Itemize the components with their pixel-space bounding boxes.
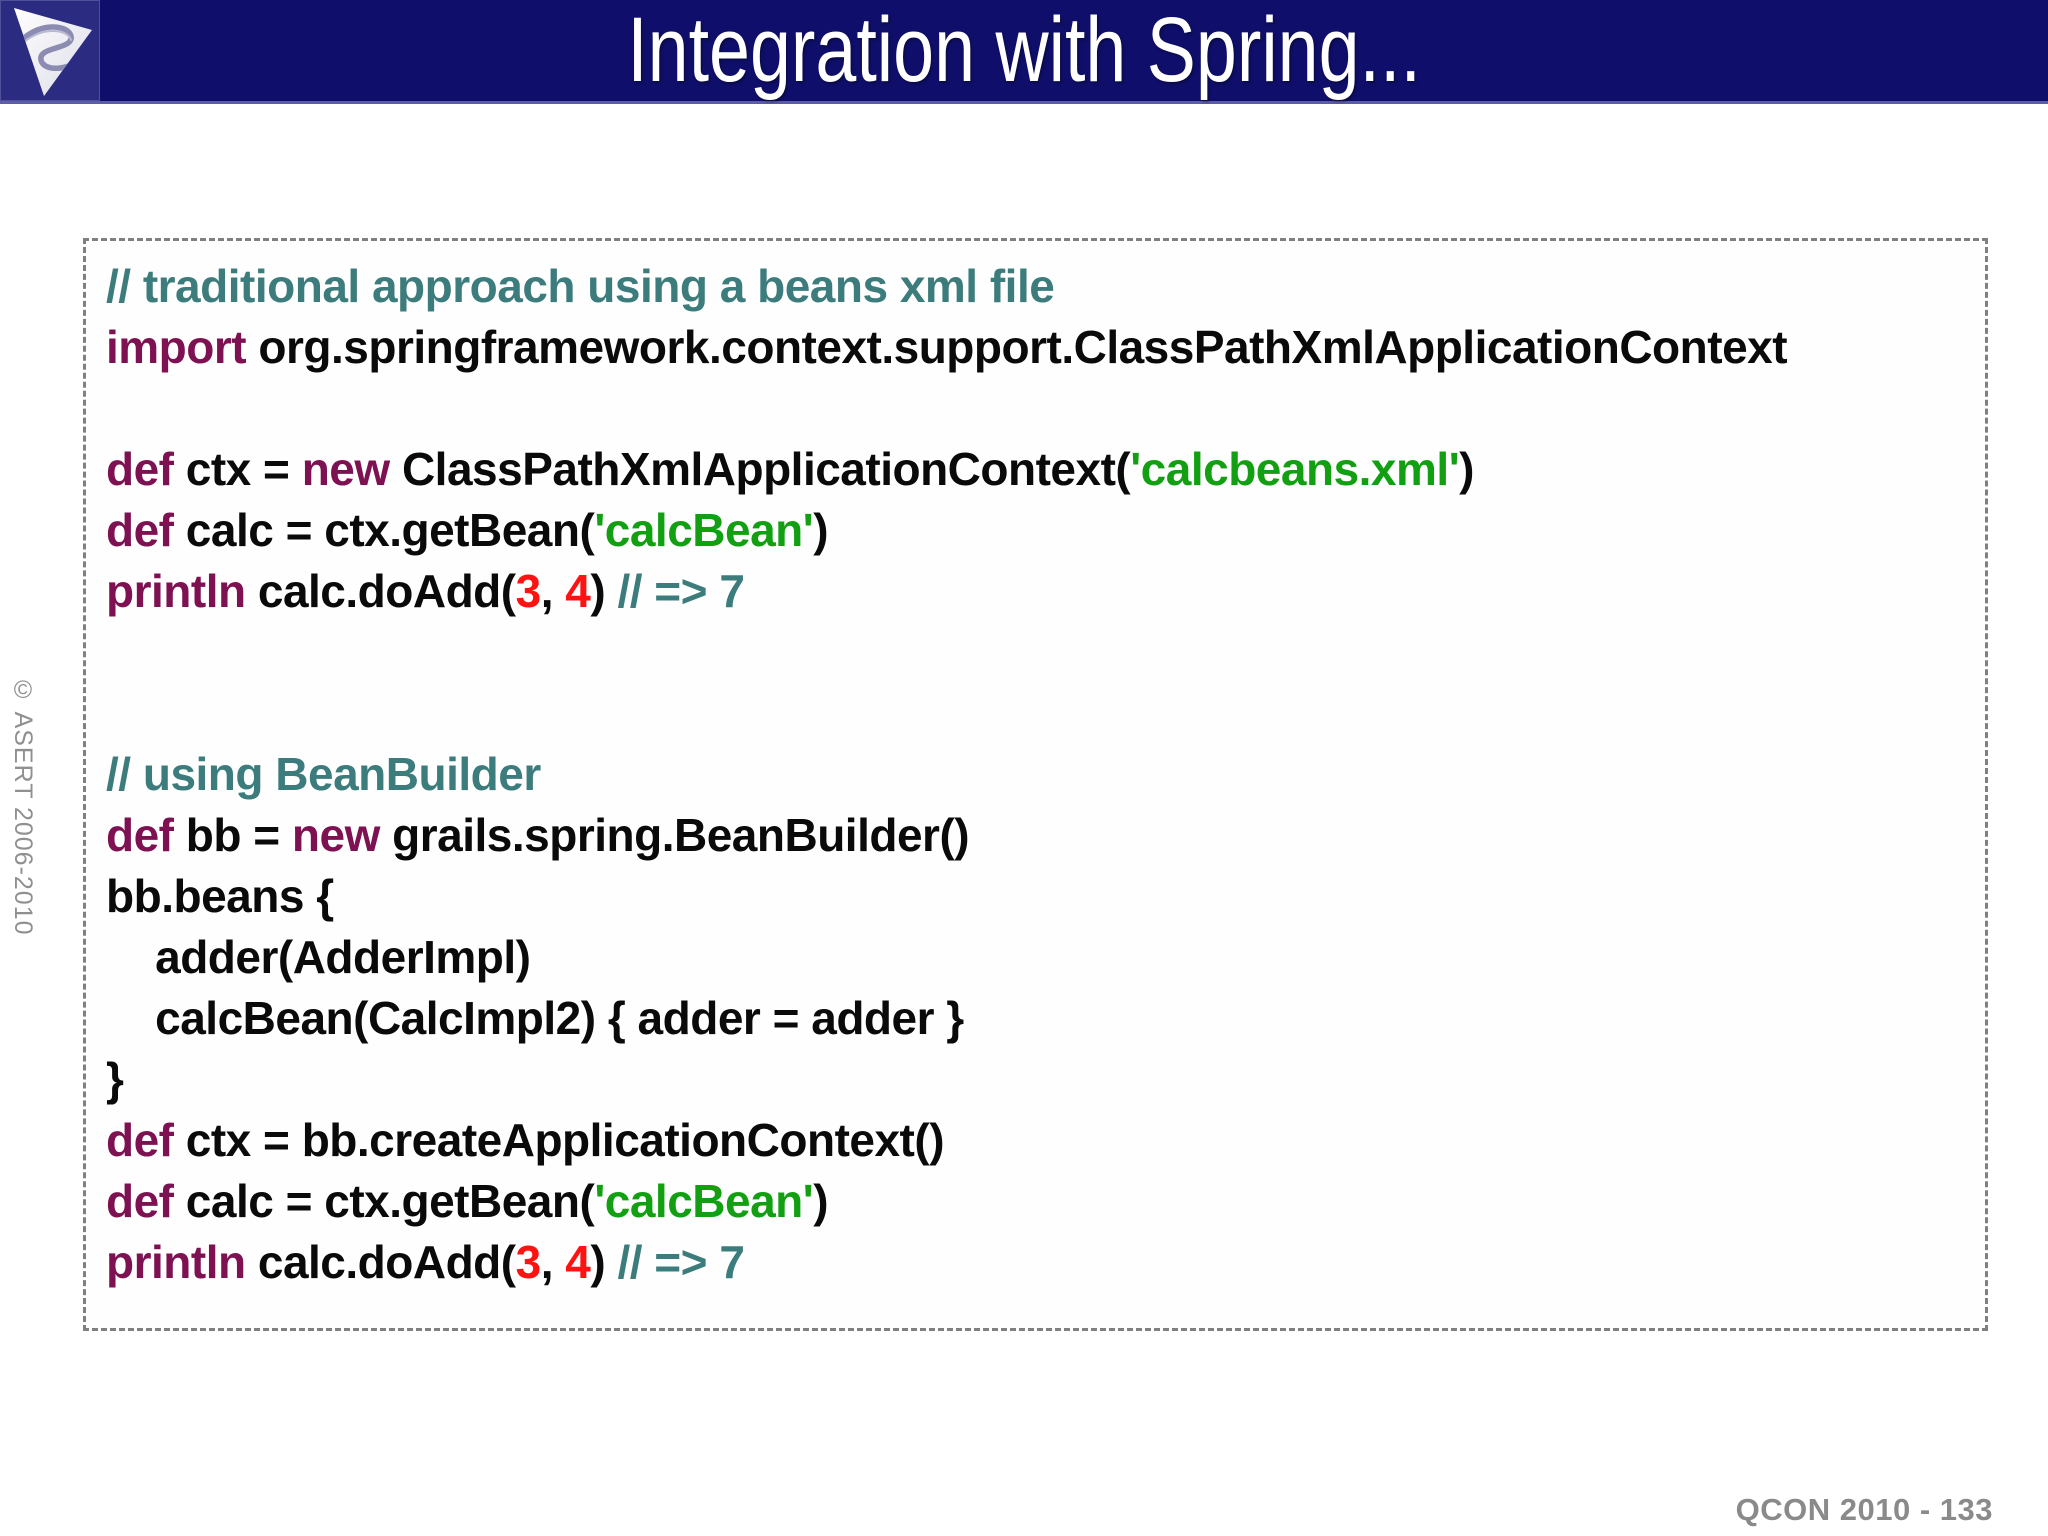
code-segment-k: def (106, 809, 174, 861)
code-segment-c: // => 7 (617, 1236, 745, 1288)
code-segment-c: // using BeanBuilder (106, 748, 541, 800)
code-segment-p: ) (813, 1175, 829, 1227)
code-segment-p: ) (590, 565, 618, 617)
code-segment-n: 4 (565, 1236, 591, 1288)
code-line: println calc.doAdd(3, 4) // => 7 (106, 1232, 1975, 1293)
slide-title: Integration with Spring... (627, 0, 1421, 101)
code-segment-c: // => 7 (617, 565, 745, 617)
code-line: def calc = ctx.getBean('calcBean') (106, 1171, 1975, 1232)
code-segment-c: // traditional approach using a beans xm… (106, 260, 1055, 312)
code-segment-p: , (540, 1236, 566, 1288)
copyright-notice: © ASERT 2006-2010 (9, 676, 37, 936)
code-segment-n: 3 (515, 565, 542, 617)
code-segment-p: ctx = bb.createApplicationContext() (173, 1114, 945, 1166)
code-segment-k: def (106, 1114, 174, 1166)
code-segment-k: new (291, 809, 380, 861)
code-block: // traditional approach using a beans xm… (83, 238, 1988, 1331)
code-segment-p: , (540, 565, 566, 617)
code-segment-k: def (106, 504, 174, 556)
code-segment-p: calc = ctx.getBean( (173, 504, 595, 556)
code-segment-p: calc = ctx.getBean( (173, 1175, 595, 1227)
code-line: def ctx = bb.createApplicationContext() (106, 1110, 1975, 1171)
code-segment-p: bb.beans { (106, 870, 334, 922)
code-segment-p: calc.doAdd( (245, 1236, 516, 1288)
code-segment-s: 'calcBean' (594, 1175, 814, 1227)
asert-logo (0, 0, 100, 101)
code-segment-p: ClassPathXmlApplicationContext( (389, 443, 1131, 495)
code-line: def ctx = new ClassPathXmlApplicationCon… (106, 439, 1975, 500)
code-line: } (106, 1049, 1975, 1110)
code-segment-p: ) (813, 504, 829, 556)
code-line: calcBean(CalcImpl2) { adder = adder } (106, 988, 1975, 1049)
code-segment-p: } (106, 1053, 124, 1105)
code-segment-s: 'calcBean' (594, 504, 814, 556)
code-segment-n: 3 (515, 1236, 542, 1288)
code-segment-p: grails.spring.BeanBuilder() (379, 809, 970, 861)
code-segment-p: adder(AdderImpl) (106, 931, 531, 983)
code-segment-p: calc.doAdd( (245, 565, 516, 617)
code-line: bb.beans { (106, 866, 1975, 927)
code-line: // using BeanBuilder (106, 744, 1975, 805)
code-segment-k: new (301, 443, 390, 495)
code-line: def bb = new grails.spring.BeanBuilder() (106, 805, 1975, 866)
code-segment-k: import (106, 321, 247, 373)
code-line (106, 683, 1975, 744)
code-segment-p: ) (1459, 443, 1474, 495)
code-line: // traditional approach using a beans xm… (106, 256, 1975, 317)
code-segment-p: ctx = (173, 443, 302, 495)
title-bar: Integration with Spring... (0, 0, 2048, 104)
code-segment-k: println (106, 565, 246, 617)
code-segment-p: calcBean(CalcImpl2) { adder = adder } (106, 992, 964, 1044)
code-segment-k: println (106, 1236, 246, 1288)
code-line: adder(AdderImpl) (106, 927, 1975, 988)
code-segment-s: 'calcbeans.xml' (1130, 443, 1460, 495)
code-line: import org.springframework.context.suppo… (106, 317, 1975, 378)
code-line (106, 622, 1975, 683)
code-segment-p: bb = (173, 809, 292, 861)
code-line: def calc = ctx.getBean('calcBean') (106, 500, 1975, 561)
code-segment-p: ) (590, 1236, 618, 1288)
code-line: println calc.doAdd(3, 4) // => 7 (106, 561, 1975, 622)
code-line (106, 378, 1975, 439)
code-segment-k: def (106, 1175, 174, 1227)
code-segment-n: 4 (565, 565, 591, 617)
code-segment-p: org.springframework.context.support.Clas… (246, 321, 1788, 373)
code-segment-k: def (106, 443, 174, 495)
page-number: QCON 2010 - 133 (1735, 1492, 1993, 1527)
asert-triangle-s-logo-icon (14, 8, 92, 96)
